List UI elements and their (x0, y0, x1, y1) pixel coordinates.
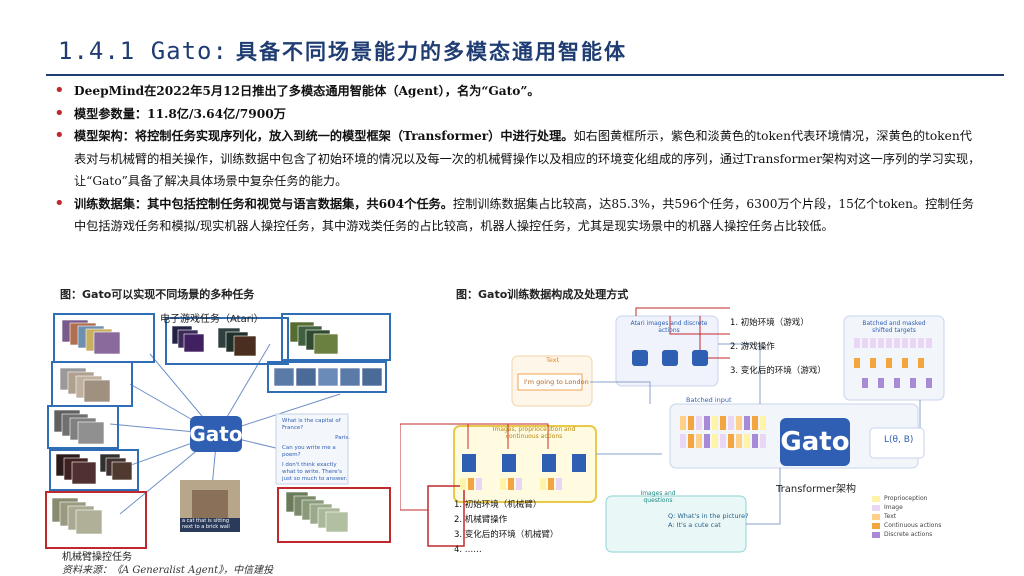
gato-task-collage (45, 313, 391, 549)
token-legend: Proprioception Image Text Continuous act… (872, 494, 941, 539)
qa-answer: A: It's a cute cat (668, 521, 721, 529)
figure-left-caption: 图：Gato可以实现不同场景的多种任务 (60, 288, 255, 301)
legend-swatch (872, 513, 880, 520)
title-main: 1.4.1 Gato: (58, 37, 228, 65)
atari-label: Atari images and discrete actions (630, 320, 708, 334)
note-item: 4. …… (454, 545, 482, 555)
note-item: 2. 游戏操作 (730, 342, 775, 352)
note-item: 3. 变化后的环境（游戏） (730, 366, 826, 376)
note-item: 1. 初始环境（游戏） (730, 318, 809, 328)
legend-item: Proprioception (872, 494, 941, 503)
notes-top: 1. 初始环境（游戏） 2. 游戏操作 3. 变化后的环境（游戏） (730, 311, 826, 383)
bullet-item: 训练数据集：其中包括控制任务和视觉与语言数据集，共604个任务。控制训练数据集占… (52, 193, 982, 238)
figure-right-caption: 图：Gato训练数据构成及处理方式 (456, 288, 629, 301)
gato-logo-left: Gato (189, 416, 243, 452)
note-item: 1. 初始环境（机械臂） (454, 500, 542, 510)
qa-question: Q: What's in the picture? (668, 512, 749, 520)
legend-item: Discrete actions (872, 530, 941, 539)
notes-bottom: 1. 初始环境（机械臂） 2. 机械臂操作 3. 变化后的环境（机械臂） 4. … (454, 498, 558, 558)
transformer-label: Transformer架构 (776, 484, 857, 495)
chat-panel: What is the capital of France? Paris. Ca… (282, 418, 350, 483)
legend-item: Continuous actions (872, 521, 941, 530)
legend-swatch (872, 504, 880, 511)
note-item: 2. 机械臂操作 (454, 515, 508, 525)
label-atari: 电子游戏任务（Atari） (160, 314, 264, 325)
images-label: Images, proprioception and continuous ac… (492, 426, 576, 440)
title-divider (46, 74, 1004, 76)
bullet-item: 模型架构：将控制任务实现序列化，放入到统一的模型框架（Transformer）中… (52, 125, 982, 193)
source-note: 资料来源：《A Generalist Agent》，中信建投 (62, 565, 274, 576)
qa-label: Images and questions (640, 490, 676, 504)
bullet-list: DeepMind在2022年5月12日推出了多模态通用智能体（Agent），名为… (52, 80, 982, 238)
title-subtitle: 具备不同场景能力的多模态通用智能体 (235, 40, 627, 64)
note-item: 3. 变化后的环境（机械臂） (454, 530, 559, 540)
text-input-sample: I'm going to London (524, 378, 589, 386)
legend-swatch (872, 522, 880, 529)
loss-function: L(θ, B) (884, 435, 914, 445)
cat-image-caption: a cat that is sitting next to a brick wa… (182, 518, 230, 530)
bullet-item: DeepMind在2022年5月12日推出了多模态通用智能体（Agent），名为… (52, 80, 982, 103)
bullet-item: 模型参数量：11.8亿/3.64亿/7900万 (52, 103, 982, 126)
text-label: Text (546, 356, 560, 364)
legend-item: Image (872, 503, 941, 512)
gato-logo-right: Gato (780, 418, 850, 466)
chat-message: Paris. (335, 435, 350, 441)
slide-title: 1.4.1 Gato: 具备不同场景能力的多模态通用智能体 (58, 36, 627, 70)
legend-swatch (872, 495, 880, 502)
shifted-label: Batched and masked shifted targets (862, 320, 926, 334)
chat-message: I don't think exactly what to write. The… (282, 462, 348, 482)
legend-swatch (872, 531, 880, 538)
legend-item: Text (872, 512, 941, 521)
label-robot: 机械臂操控任务 (62, 552, 132, 563)
batched-label: Batched input (686, 396, 732, 404)
chat-message: Can you write me a poem? (282, 445, 336, 458)
chat-message: What is the capital of France? (282, 418, 341, 431)
